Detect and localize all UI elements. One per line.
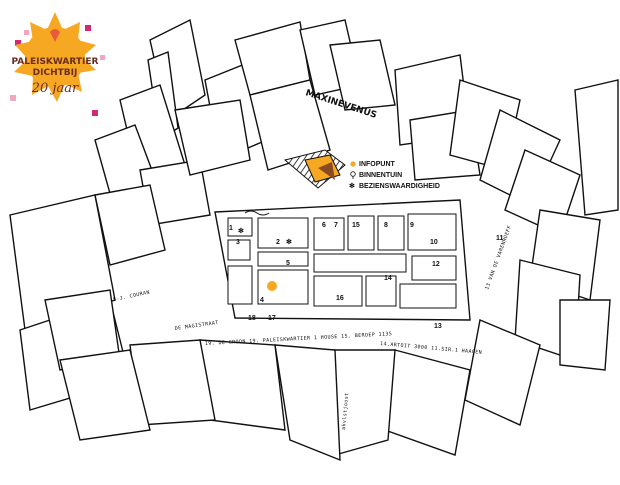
marker-9: 9 <box>410 222 414 229</box>
marker-10: 10 <box>430 239 438 246</box>
building-ring <box>9 18 619 462</box>
marker-13: 13 <box>434 323 442 330</box>
logo-line1: PALEISKWARTIER <box>11 57 98 67</box>
logo: PALEISKWARTIER DICHTBIJ 20 jaar <box>10 12 105 116</box>
svg-text:✻: ✻ <box>286 238 292 246</box>
legend-bezienswaardigheid: BEZIENSWAARDIGHEID <box>359 183 440 190</box>
marker-18: 18 <box>248 315 256 322</box>
district-plan <box>214 199 471 321</box>
legend-infopunt: INFOPUNT <box>359 161 396 168</box>
marker-14: 14 <box>384 275 392 282</box>
marker-6: 6 <box>322 222 326 229</box>
marker-4: 4 <box>260 297 264 304</box>
marker-15: 15 <box>352 222 360 229</box>
sun-icon <box>14 12 96 102</box>
svg-text:✻: ✻ <box>238 227 244 235</box>
markers: 1 ✻ 2 ✻ 3 4 5 6 7 8 9 10 11 12 13 14 15 … <box>229 222 504 330</box>
marker-1: 1 <box>229 225 233 232</box>
marker-12: 12 <box>432 261 440 268</box>
marker-7: 7 <box>334 222 338 229</box>
logo-line3: 20 jaar <box>31 81 79 96</box>
marker-5: 5 <box>286 260 290 267</box>
street-diag: DE MAGISTRAAT <box>174 320 219 332</box>
tree-icon <box>350 171 356 179</box>
marker-17: 17 <box>268 315 276 322</box>
asterisk-icon: ✻ <box>349 182 355 190</box>
legend-binnentuin: BINNENTUIN <box>359 172 402 179</box>
legend: INFOPUNT BINNENTUIN ✻ BEZIENSWAARDIGHEID <box>283 149 440 190</box>
sign-text: akvlstjoost <box>341 392 350 430</box>
marker-8: 8 <box>384 222 388 229</box>
orange-dot-icon <box>350 161 356 167</box>
marker-2: 2 <box>276 239 280 246</box>
marker-16: 16 <box>336 295 344 302</box>
marker-3: 3 <box>236 239 240 246</box>
street-left: 'S-J. COURAN <box>109 290 150 304</box>
marker-11: 11 <box>496 235 504 242</box>
logo-line2: DICHTBIJ <box>33 68 78 78</box>
street-bottom-1: 19. DE CROON 19. PALEISKWARTIER 1 HOUSE … <box>205 331 393 347</box>
